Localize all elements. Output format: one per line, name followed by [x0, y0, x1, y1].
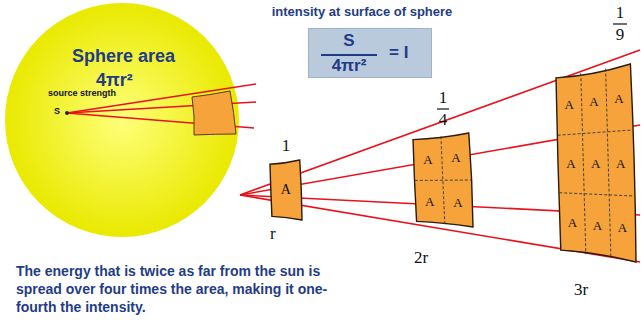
- area-letter: A: [616, 157, 625, 170]
- area-letter: A: [425, 195, 434, 208]
- area-letter: A: [281, 183, 291, 197]
- grid-dash: [581, 73, 586, 254]
- area-letter: A: [593, 219, 602, 232]
- area-patch: A A A A A A A A A: [556, 64, 636, 262]
- area-letter: A: [568, 216, 577, 229]
- patch-outline: [413, 133, 473, 227]
- grid-dash: [415, 180, 471, 181]
- area-letter: A: [618, 221, 627, 234]
- fraction-bar: [321, 54, 377, 56]
- grid-dash: [559, 193, 634, 196]
- sphere-patch: [192, 91, 236, 135]
- distance-label: 3r: [574, 280, 588, 300]
- source-symbol: S: [54, 106, 60, 117]
- area-letter: A: [589, 95, 598, 108]
- equals-term: = I: [389, 43, 408, 63]
- distance-label: 2r: [414, 248, 428, 268]
- intensity-value: 1: [282, 136, 291, 156]
- fraction-term: 4πr²: [332, 56, 367, 76]
- patch-shape: [413, 133, 473, 227]
- sphere-disc: [5, 3, 239, 237]
- distance-label: r: [270, 224, 276, 244]
- fraction-bar: [613, 23, 627, 24]
- area-letter: A: [453, 196, 462, 209]
- intensity-value: 1: [616, 3, 625, 23]
- area-letter: A: [423, 153, 432, 166]
- intensity-value: 4: [439, 110, 448, 130]
- area-letter: A: [566, 157, 575, 170]
- fraction-term: S: [343, 31, 354, 51]
- patch-shape: [556, 64, 636, 262]
- source-point: [65, 111, 69, 115]
- grid-dash: [558, 130, 633, 135]
- source-label: source strength: [48, 88, 116, 99]
- intensity-value: 1: [439, 88, 448, 108]
- fraction-bar: [437, 108, 449, 109]
- area-letter: A: [614, 92, 623, 105]
- area-patch: A: [270, 160, 302, 220]
- grid-dash: [606, 69, 611, 258]
- area-letter: A: [591, 157, 600, 170]
- sphere: Sphere area4πr²source strengthS: [4, 2, 240, 238]
- title-text: intensity at surface of sphere: [272, 4, 453, 19]
- caption-text: The energy that is twice as far from the…: [16, 262, 348, 316]
- sphere-outline: [4, 2, 240, 238]
- area-letter: A: [565, 98, 574, 111]
- formula-box: S 4πr² = I: [308, 28, 432, 78]
- area-patch: A A A A: [413, 133, 473, 227]
- area-letter: A: [451, 151, 460, 164]
- intensity-value: 9: [616, 25, 625, 45]
- sphere-heading: Sphere area: [72, 46, 175, 68]
- patch-shape: [270, 160, 302, 220]
